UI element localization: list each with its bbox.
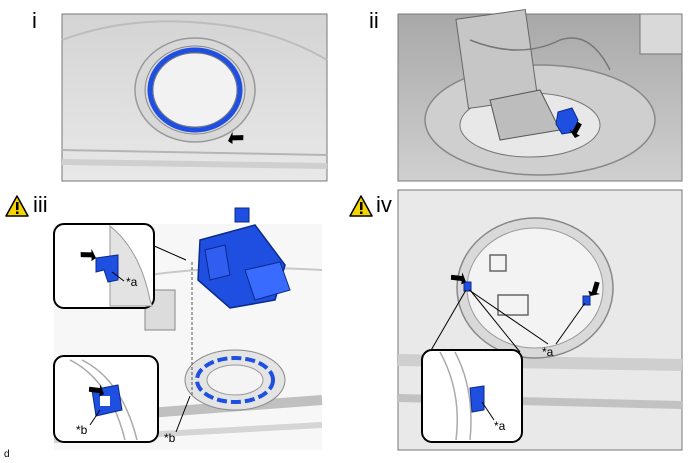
callout-a-iv: *a [542, 345, 554, 359]
panel-label-i: i [32, 8, 37, 33]
inset-b [53, 355, 191, 443]
callout-b-inset: *b [76, 423, 88, 437]
warning-icon [349, 195, 373, 217]
clip-highlight [582, 295, 591, 306]
tab-highlight [95, 254, 119, 283]
panel-label-iii: iii [33, 192, 48, 217]
callout-a-iv-inset: *a [494, 419, 506, 433]
panel-ii [397, 9, 683, 182]
panel-label-ii: ii [369, 8, 379, 33]
sealing-ring-highlight [195, 356, 275, 404]
callout-a-iii: *a [126, 275, 138, 289]
callout-b-ring: *b [164, 431, 176, 445]
figure-code: d [4, 449, 10, 460]
panel-iv [397, 189, 683, 451]
panel-iii [53, 207, 323, 450]
inset-a [53, 223, 187, 309]
retainer-ring-highlight [147, 47, 243, 133]
warning-icon [5, 195, 29, 217]
panel-label-iv: iv [376, 192, 392, 217]
clip-highlight [463, 281, 472, 292]
inset-a [421, 349, 523, 443]
tab-highlight [469, 385, 485, 413]
panel-i [61, 13, 328, 182]
fuel-pump-assembly [197, 207, 291, 309]
